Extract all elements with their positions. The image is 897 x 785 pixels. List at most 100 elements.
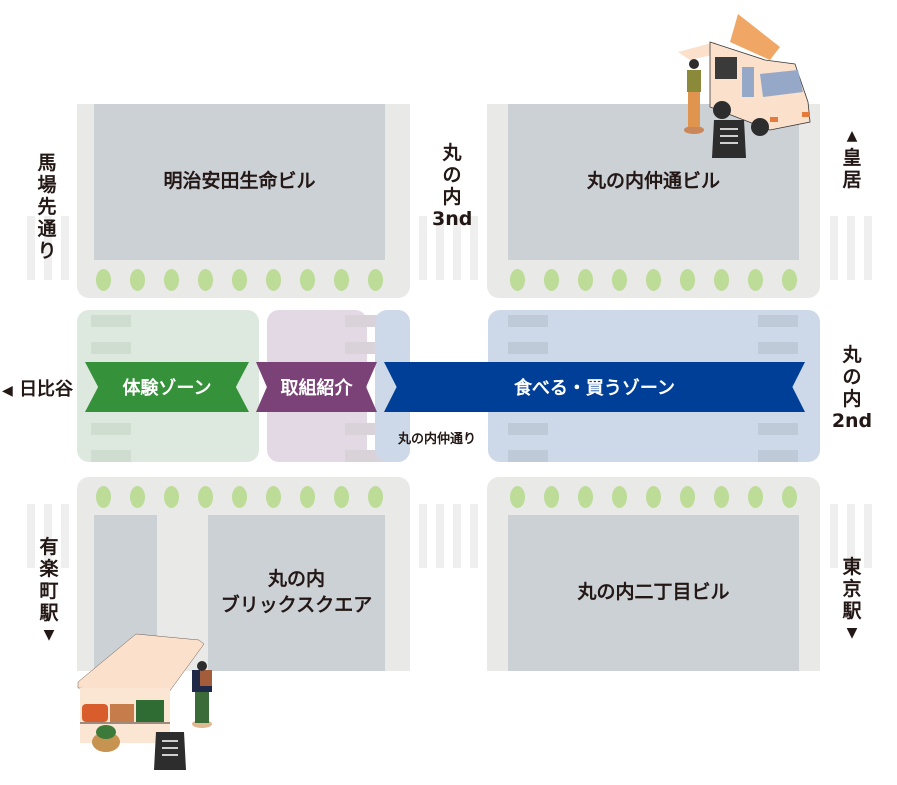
char: の [442, 164, 462, 186]
crosswalk-stripe [847, 216, 855, 280]
crosswalk-stripe [470, 216, 478, 280]
crosswalk-stripe [44, 216, 52, 280]
experience-zone-banner[interactable]: 体験ゾーン [85, 362, 249, 412]
tree-icon [510, 486, 525, 508]
char: 丸 [842, 344, 862, 366]
tree-icon [782, 486, 797, 508]
char: 内 [442, 186, 462, 208]
tree-icon [300, 486, 315, 508]
char: 3nd [432, 208, 473, 230]
tree-icon [300, 269, 315, 291]
crosswalk-stripe [470, 504, 478, 568]
building-label-line1: 丸の内 [267, 568, 325, 591]
food-truck-illustration [678, 14, 811, 158]
crosswalk-stripe [44, 504, 52, 568]
crosswalk-stripe [436, 216, 444, 280]
market-stall-illustration [77, 633, 212, 770]
tree-icon [96, 269, 111, 291]
tree-icon [748, 269, 763, 291]
crosswalk-stripe [847, 504, 855, 568]
initiative-zone-label: 取組紹介 [280, 378, 353, 399]
direction-tokyo-station: 東 京 駅 ▼ [840, 556, 864, 644]
crosswalk-stripe [453, 216, 461, 280]
tree-icon [266, 486, 281, 508]
building-label-marunouchi-nakadori: 丸の内仲通ビル [586, 170, 720, 193]
tree-icon [612, 269, 627, 291]
crosswalk-stripe [436, 504, 444, 568]
tree-icon [232, 486, 247, 508]
char: 内 [842, 388, 862, 410]
arrow-down-icon: ▼ [43, 627, 55, 643]
building-meiji-yasuda[interactable] [94, 104, 385, 260]
tree-icon [164, 486, 179, 508]
char: 町 [39, 580, 59, 602]
tree-icon [130, 269, 145, 291]
parking-stripe [758, 423, 798, 435]
char: 有 [39, 536, 59, 558]
building-marunouchi-nakadori[interactable] [508, 104, 799, 260]
direction-hibiya-label: 日比谷 [19, 379, 74, 400]
tree-icon [130, 486, 145, 508]
tree-icon [646, 269, 661, 291]
char: の [842, 366, 862, 388]
arrow-left-icon: ◀ [2, 383, 13, 399]
tree-icon [612, 486, 627, 508]
crosswalk-stripe [830, 216, 838, 280]
parking-stripe [508, 423, 548, 435]
tree-icon [646, 486, 661, 508]
street-label-babasaki: 馬 場 先 通 り [35, 152, 59, 262]
tree-icon [544, 486, 559, 508]
crosswalk-stripe [419, 504, 427, 568]
tree-icon [714, 486, 729, 508]
awning-top [730, 14, 780, 60]
tree-icon [680, 486, 695, 508]
char: 駅 [39, 602, 59, 624]
tree-icon [198, 269, 213, 291]
food-shopping-zone-banner[interactable]: 食べる・買うゾーン [384, 362, 805, 412]
crosswalk-stripe [419, 216, 427, 280]
char: 京 [842, 578, 862, 600]
char: 皇 [842, 147, 862, 169]
char: 東 [842, 556, 862, 578]
char: 楽 [39, 558, 59, 580]
tree-icon [544, 269, 559, 291]
initiative-zone-banner[interactable]: 取組紹介 [256, 362, 377, 412]
building-label-brick-square: 丸の内 ブリックスクエア [208, 515, 385, 671]
parking-stripe [508, 450, 548, 462]
parking-stripe [758, 342, 798, 354]
char: り [37, 240, 57, 262]
tree-icon [578, 269, 593, 291]
char: 通 [37, 218, 57, 240]
tree-icon [334, 486, 349, 508]
crosswalk-stripe [864, 504, 872, 568]
parking-stripe [758, 450, 798, 462]
street-label-marunouchi-2nd: 丸 の 内 2nd [830, 344, 874, 432]
tree-icon [748, 486, 763, 508]
char: 先 [37, 196, 57, 218]
crosswalk-stripe [61, 216, 69, 280]
char: 2nd [831, 410, 873, 432]
parking-stripe [508, 342, 548, 354]
char: 丸 [442, 142, 462, 164]
char: 馬 [37, 152, 57, 174]
tree-icon [782, 269, 797, 291]
building-marunouchi-2chome[interactable] [508, 515, 799, 671]
tree-icon [680, 269, 695, 291]
parking-stripe [508, 315, 548, 327]
tree-icon [510, 269, 525, 291]
tree-icon [266, 269, 281, 291]
parking-stripe [758, 315, 798, 327]
parking-stripe [91, 450, 131, 462]
food-shopping-zone-label: 食べる・買うゾーン [513, 378, 676, 399]
tree-icon [334, 269, 349, 291]
char: 駅 [842, 600, 862, 622]
building-label-line2: ブリックスクエア [220, 594, 373, 616]
tree-icon [232, 269, 247, 291]
building-label-meiji-yasuda: 明治安田生命ビル [163, 170, 316, 193]
tree-icon [368, 269, 383, 291]
building-brick-square[interactable] [208, 515, 385, 671]
experience-zone-label: 体験ゾーン [122, 378, 212, 399]
building-label-marunouchi-2chome: 丸の内二丁目ビル [577, 581, 730, 604]
parking-stripe [91, 315, 131, 327]
crosswalk-stripe [27, 504, 35, 568]
